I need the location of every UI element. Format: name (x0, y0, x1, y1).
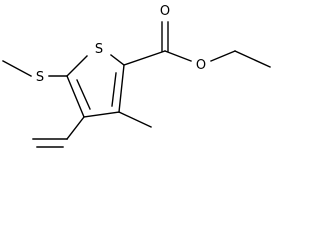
ester-oxygen-label: O (196, 58, 206, 73)
ring-sulfur-label: S (95, 42, 103, 57)
bond-c4-vinyl-ch (66, 116, 85, 140)
ester-group (123, 21, 271, 68)
bond-ch2-ch3 (234, 50, 271, 68)
bond-c4-c5-inner (76, 79, 91, 110)
bond-c3-c4 (83, 111, 120, 118)
bond-c3-methyl (118, 111, 152, 128)
methylthio-group (2, 60, 68, 77)
bond-c5-s1 (66, 55, 88, 77)
chemical-structure-diagram: S S O O (2, 4, 271, 148)
bond-c2-c3 (118, 64, 125, 113)
bond-carbonyl-c-o (164, 50, 192, 62)
molecule-svg: S S O O (2, 4, 271, 148)
bond-c2-carbonyl-c (123, 50, 166, 66)
methylthio-sulfur-label: S (36, 70, 44, 85)
bond-s-ch3 (2, 60, 32, 77)
bond-o-ch2 (210, 50, 236, 62)
bond-c4-c5 (66, 75, 85, 118)
carbonyl-oxygen-label: O (160, 4, 170, 19)
bond-c2-c3-inner (111, 72, 117, 107)
bond-s1-c2 (110, 54, 125, 66)
vinyl-group (32, 116, 85, 148)
thiophene-ring (66, 54, 125, 118)
